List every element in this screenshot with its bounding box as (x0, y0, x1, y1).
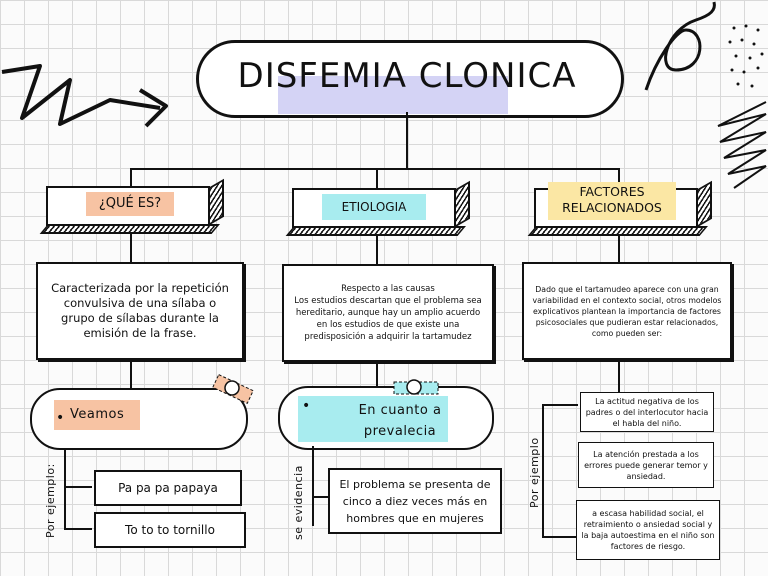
bracket (312, 446, 314, 526)
title-highlight (278, 76, 508, 114)
bubble-label: Veamos (70, 407, 125, 422)
bracket (64, 450, 66, 530)
connector (130, 168, 620, 170)
tape-pin-icon (212, 373, 254, 405)
example-text: La atención prestada a los errores puede… (584, 449, 708, 481)
description-box-que-es: Caracterizada por la repetición convulsi… (36, 262, 244, 360)
connector (130, 168, 132, 192)
header-label-factores: FACTORES RELACIONADOS (562, 184, 662, 215)
description-box-factores: Dado que el tartamudeo aparece con una g… (522, 262, 732, 360)
bubble-highlight (54, 400, 140, 430)
example-box: La atención prestada a los errores puede… (578, 442, 714, 488)
bubble-label: En cuanto a prevalecia (358, 403, 442, 439)
description-text: Respecto a las causas (341, 284, 435, 294)
bracket (64, 528, 92, 530)
bracket (542, 536, 578, 538)
connector (130, 232, 132, 262)
connector (376, 234, 378, 264)
example-text: El problema se presenta de cinco a diez … (339, 477, 491, 525)
side-label-se-evidencia: se evidencia (292, 465, 305, 540)
connector (406, 112, 408, 168)
bracket (64, 486, 92, 488)
example-text: To to to tornillo (125, 523, 215, 537)
example-text: Pa pa pa papaya (118, 481, 218, 495)
connector (376, 360, 378, 386)
example-box: El problema se presenta de cinco a diez … (328, 468, 502, 534)
bullet-dot: • (302, 398, 311, 414)
scribble-doodle (717, 101, 767, 189)
connector (618, 358, 620, 398)
bracket (542, 404, 544, 538)
header-label-que-es: ¿QUÉ ES? (98, 196, 162, 211)
loop-doodle (644, 1, 716, 91)
bullet-dot: • (56, 410, 65, 426)
description-text: Caracterizada por la repetición convulsi… (51, 281, 229, 340)
header-highlight (548, 182, 676, 220)
zigzag-arrow-doodle (1, 64, 168, 128)
header-highlight (86, 192, 174, 216)
example-box: La actitud negativa de los padres o del … (580, 392, 714, 432)
bracket (312, 496, 328, 498)
description-text: Dado que el tartamudeo aparece con una g… (532, 284, 722, 338)
side-label-por-ejemplo: Por ejemplo: (44, 463, 57, 538)
example-box: To to to tornillo (94, 512, 246, 548)
connector (130, 358, 132, 388)
dots-doodle (728, 24, 764, 88)
example-box: a escasa habilidad social, el retraimien… (576, 500, 720, 560)
example-text: a escasa habilidad social, el retraimien… (581, 509, 715, 551)
example-text: La actitud negativa de los padres o del … (585, 396, 709, 428)
bracket (542, 404, 578, 406)
header-label-etiologia: ETIOLOGIA (341, 200, 407, 214)
connector (376, 168, 378, 192)
side-label-por-ejemplo: Por ejemplo (528, 437, 541, 508)
description-text: Los estudios descartan que el problema s… (294, 296, 482, 342)
connector (618, 168, 620, 184)
example-box: Pa pa pa papaya (94, 470, 242, 506)
bubble-highlight (298, 396, 448, 442)
header-highlight (322, 194, 426, 220)
page-title: DISFEMIA CLONICA (237, 56, 577, 96)
connector (618, 234, 620, 262)
description-box-etiologia: Respecto a las causas Los estudios desca… (282, 264, 494, 362)
tape-pin-icon (393, 379, 439, 395)
